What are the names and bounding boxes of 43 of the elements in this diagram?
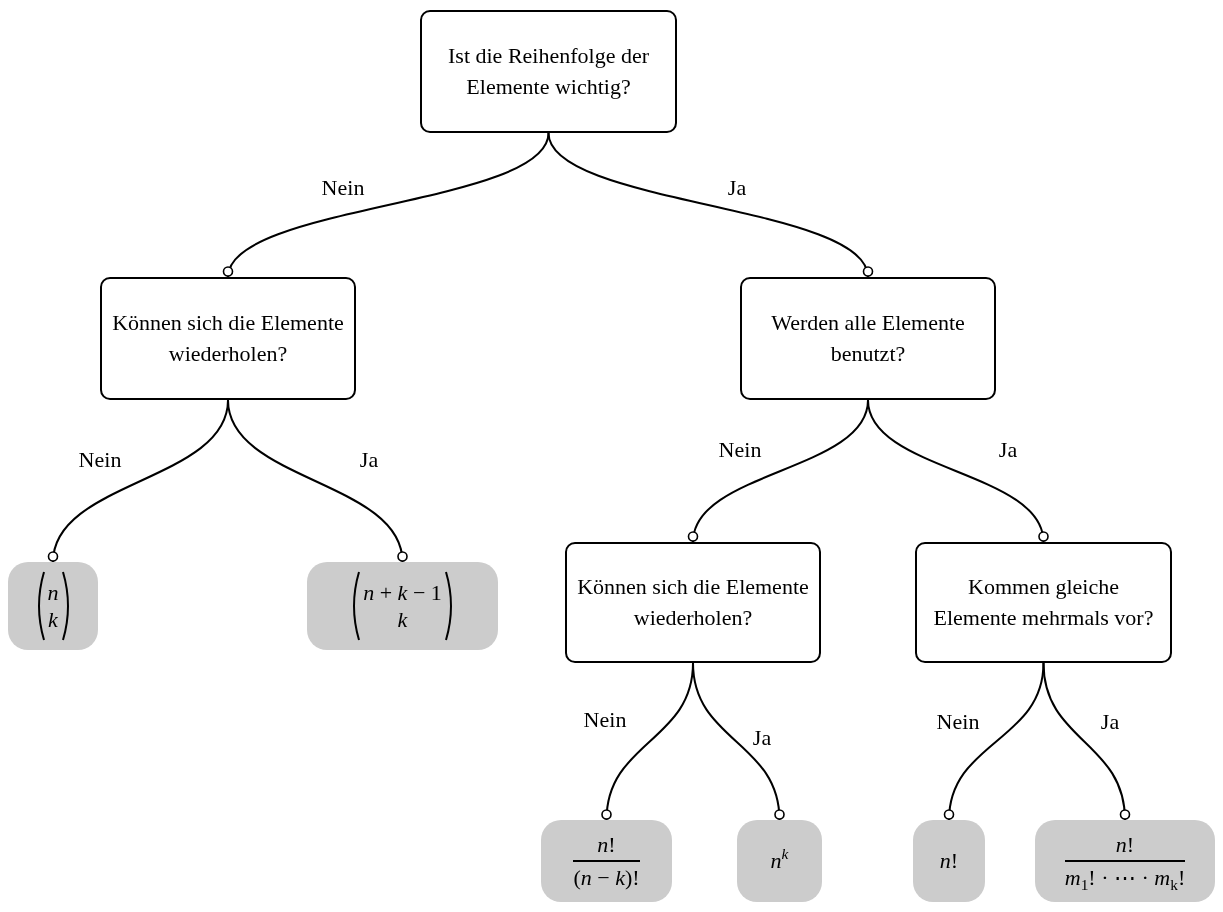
result-box: [913, 820, 985, 902]
edge-label: Ja: [998, 437, 1018, 463]
result-box: [541, 820, 672, 902]
result-box: [307, 562, 498, 650]
question-box: [915, 542, 1172, 663]
formula-text: n!: [1115, 830, 1135, 859]
edge-label: Ja: [752, 725, 772, 751]
result-box: [737, 820, 822, 902]
question-text: Werden alle Elemente benutzt?: [770, 308, 966, 368]
formula-text: n + k − 1: [363, 578, 442, 606]
edge-label: Nein: [936, 709, 980, 735]
question-box: [100, 277, 356, 400]
question-box: [565, 542, 821, 663]
question-box: [420, 10, 677, 133]
connector: [227, 399, 407, 563]
result-box: [8, 562, 98, 650]
question-text: Können sich die Elemente wiederholen?: [577, 572, 809, 632]
formula-text: (n − k)!: [573, 863, 640, 892]
question-text: Ist die Reihenfolge der Elemente wichtig?: [447, 41, 650, 101]
formula-text: n!: [939, 847, 959, 875]
question-box: [740, 277, 996, 400]
edge-label: Ja: [1100, 709, 1120, 735]
formula-text: k: [397, 606, 408, 634]
formula-text: n$^{k}$: [770, 847, 789, 875]
formula-text: k: [48, 606, 58, 634]
connector: [944, 662, 1045, 821]
question-text: Können sich die Elemente wiederholen?: [112, 308, 344, 368]
connector: [224, 132, 550, 278]
edge-label: Ja: [359, 447, 379, 473]
connector: [1042, 662, 1130, 821]
edge-label: Nein: [583, 707, 627, 733]
edge-label: Ja: [727, 175, 747, 201]
connector: [547, 132, 872, 278]
formula-text: n!: [597, 830, 616, 859]
edge-label: Nein: [78, 447, 122, 473]
connector: [867, 399, 1048, 543]
edge-label: Nein: [718, 437, 762, 463]
connector: [692, 662, 785, 821]
formula-text: m$_{1}$! · ⋯ · m$_{k}$!: [1064, 863, 1186, 892]
edge-label: Nein: [321, 175, 365, 201]
formula-text: n: [47, 578, 59, 606]
question-text: Kommen gleiche Elemente mehrmals vor?: [932, 572, 1155, 632]
result-box: [1035, 820, 1215, 902]
